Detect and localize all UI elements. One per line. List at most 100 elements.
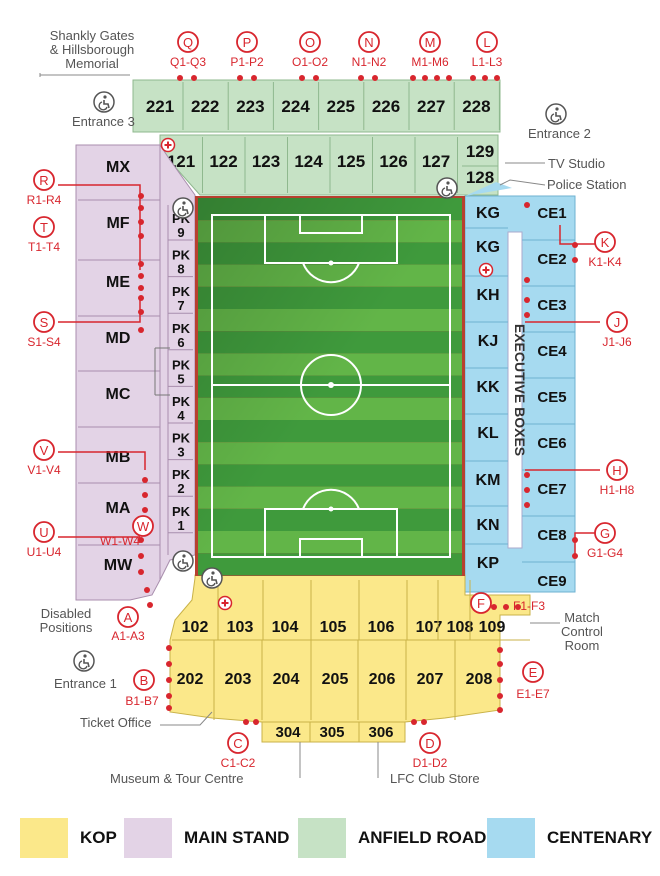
block-105: 105 bbox=[320, 619, 347, 636]
block-MA: MA bbox=[106, 500, 131, 517]
wheelchair-icon bbox=[172, 197, 194, 219]
turnstile-letter-o: O bbox=[305, 35, 315, 50]
turnstile-range-v: V1-V4 bbox=[27, 463, 61, 477]
turnstile-range-e: E1-E7 bbox=[516, 687, 550, 701]
turnstile-range-h: H1-H8 bbox=[600, 483, 635, 497]
block-ce7: CE7 bbox=[537, 481, 566, 498]
turnstile-badge-b: BB1-B7 bbox=[125, 669, 159, 708]
legend-swatch-centenary bbox=[487, 818, 535, 858]
block-MX: MX bbox=[106, 159, 130, 176]
entrance-1-label: Entrance 1 bbox=[54, 676, 117, 691]
turnstile-letter-m: M bbox=[425, 35, 436, 50]
block-kk-4: KK bbox=[476, 379, 500, 396]
turnstile-range-t: T1-T4 bbox=[28, 240, 60, 254]
turnstile-range-g: G1-G4 bbox=[587, 546, 623, 560]
first-aid-icon bbox=[160, 137, 176, 153]
block-122: 122 bbox=[209, 152, 237, 171]
turnstile-range-s: S1-S4 bbox=[27, 335, 61, 349]
turnstile-letter-a: A bbox=[124, 610, 133, 625]
wheelchair-icon bbox=[545, 103, 567, 125]
block-ce1: CE1 bbox=[537, 205, 566, 222]
landmark-labels: Shankly Gates & Hillsborough Memorial En… bbox=[40, 28, 627, 786]
turnstile-letter-k: K bbox=[601, 235, 610, 250]
block-228: 228 bbox=[462, 97, 490, 116]
block-pk-7-label: PK bbox=[172, 284, 191, 299]
block-pk-4-label: PK bbox=[172, 394, 191, 409]
turnstile-letter-d: D bbox=[425, 736, 434, 751]
turnstile-letter-f: F bbox=[477, 596, 485, 611]
block-MC: MC bbox=[106, 386, 131, 403]
block-204: 204 bbox=[273, 671, 300, 688]
turnstile-badge-j: J J1-J6 bbox=[602, 311, 632, 349]
turnstile-letter-v: V bbox=[40, 443, 49, 458]
turnstile-range-k: K1-K4 bbox=[588, 255, 622, 269]
turnstile-letter-b: B bbox=[140, 673, 149, 688]
block-225: 225 bbox=[327, 97, 355, 116]
police-station-label: Police Station bbox=[547, 177, 627, 192]
turnstile-dots bbox=[138, 75, 578, 725]
block-kg-1: KG bbox=[476, 239, 500, 256]
block-ce2: CE2 bbox=[537, 251, 566, 268]
turnstile-range-c: C1-C2 bbox=[221, 756, 256, 770]
turnstile-range-u: U1-U4 bbox=[27, 545, 62, 559]
wheelchair-icon bbox=[172, 550, 194, 572]
block-126: 126 bbox=[379, 152, 407, 171]
turnstile-range-m: M1-M6 bbox=[411, 55, 449, 69]
block-pk-8-number: 8 bbox=[177, 262, 184, 277]
shankly-gates-label-2: & Hillsborough bbox=[50, 42, 135, 57]
turnstile-badge-c: CC1-C2 bbox=[221, 732, 256, 770]
first-aid-icon bbox=[217, 595, 233, 611]
wheelchair-icon bbox=[201, 567, 223, 589]
turnstile-letter-j: J bbox=[614, 315, 621, 330]
turnstile-range-a: A1-A3 bbox=[111, 629, 145, 643]
turnstile-range-l: L1-L3 bbox=[472, 55, 503, 69]
block-123: 123 bbox=[252, 152, 280, 171]
turnstile-badge-a: A A1-A3 bbox=[111, 606, 145, 643]
turnstile-range-j: J1-J6 bbox=[602, 335, 632, 349]
wheelchair-icon bbox=[73, 650, 95, 672]
turnstile-range-o: O1-O2 bbox=[292, 55, 328, 69]
turnstile-range-n: N1-N2 bbox=[352, 55, 387, 69]
turnstile-letter-t: T bbox=[40, 220, 48, 235]
turnstile-badge-s: S S1-S4 bbox=[27, 311, 61, 349]
leader-lines bbox=[39, 73, 560, 778]
block-pk-7-number: 7 bbox=[177, 298, 184, 313]
block-kj-3: KJ bbox=[478, 333, 498, 350]
match-control-label-3: Room bbox=[565, 638, 600, 653]
shankly-gates-label-3: Memorial bbox=[65, 56, 119, 71]
turnstile-range-w: W1-W4 bbox=[100, 534, 140, 548]
turnstile-letter-s: S bbox=[40, 315, 49, 330]
block-107: 107 bbox=[416, 619, 443, 636]
shankly-gates-label-1: Shankly Gates bbox=[50, 28, 135, 43]
turnstile-badge-h: HH1-H8 bbox=[600, 459, 635, 497]
block-223: 223 bbox=[236, 97, 264, 116]
turnstile-badge-t: T T1-T4 bbox=[28, 216, 60, 254]
block-ME: ME bbox=[106, 274, 130, 291]
club-store-label: LFC Club Store bbox=[390, 771, 480, 786]
legend-swatch-main-stand bbox=[124, 818, 172, 858]
legend-swatch-anfield-road bbox=[298, 818, 346, 858]
legend-item-main-stand: MAIN STAND bbox=[124, 818, 289, 858]
block-104: 104 bbox=[272, 619, 299, 636]
turnstile-letter-q: Q bbox=[183, 35, 193, 50]
block-pk-6-number: 6 bbox=[177, 335, 184, 350]
block-kn-7: KN bbox=[476, 517, 499, 534]
turnstile-badge-l: LL1-L3 bbox=[472, 31, 503, 69]
turnstile-badge-m: M M1-M6 bbox=[411, 31, 449, 69]
legend-item-centenary: CENTENARY bbox=[487, 818, 652, 858]
block-205: 205 bbox=[322, 671, 349, 688]
entrance-2-label: Entrance 2 bbox=[528, 126, 591, 141]
block-306: 306 bbox=[368, 724, 393, 741]
block-129: 129 bbox=[466, 142, 494, 161]
legend-label-anfield-road: ANFIELD ROAD bbox=[358, 828, 487, 847]
block-207: 207 bbox=[417, 671, 444, 688]
legend-label-main-stand: MAIN STAND bbox=[184, 828, 290, 847]
block-MB: MB bbox=[106, 449, 131, 466]
